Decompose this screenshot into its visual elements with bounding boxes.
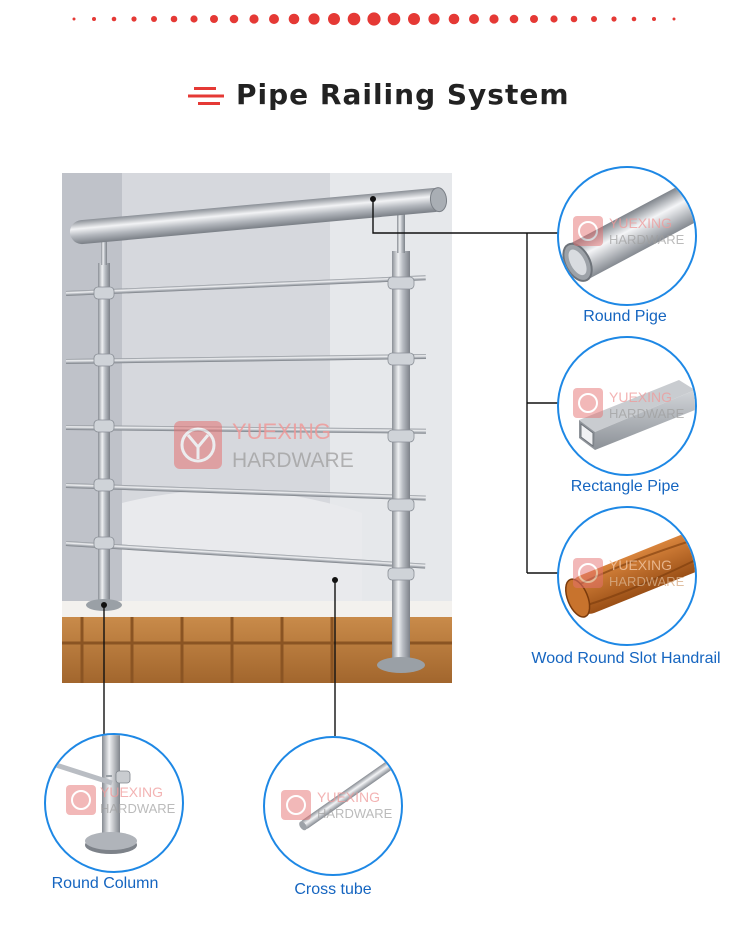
part-circle-round-pipe: YUEXING HARDWARE <box>557 166 697 306</box>
watermark-line2: HARDWARE <box>232 449 354 472</box>
part-circle-rectangle-pipe: YUEXING HARDWARE <box>557 336 697 476</box>
svg-text:YUEXING: YUEXING <box>609 557 672 573</box>
svg-text:HARDWARE: HARDWARE <box>317 806 393 821</box>
watermark-line1: YUEXING <box>232 419 331 444</box>
part-circle-cross-tube: YUEXING HARDWARE <box>263 736 403 876</box>
svg-text:HARDWARE: HARDWARE <box>100 801 176 816</box>
decorative-dots-row <box>72 12 676 26</box>
svg-text:YUEXING: YUEXING <box>100 784 163 800</box>
yuexing-logo-icon <box>174 421 222 469</box>
part-circle-wood-handrail: YUEXING HARDWARE <box>557 506 697 646</box>
stacked-lines-icon <box>188 87 224 105</box>
caption-rectangle-pipe: Rectangle Pipe <box>570 478 680 495</box>
caption-cross-tube: Cross tube <box>294 881 372 898</box>
railing-product-photo: YUEXING HARDWARE <box>62 173 452 683</box>
svg-text:HARDWARE: HARDWARE <box>609 574 685 589</box>
svg-text:YUEXING: YUEXING <box>609 389 672 405</box>
caption-round-column: Round Column <box>51 875 159 892</box>
svg-text:HARDWARE: HARDWARE <box>609 406 685 421</box>
part-circle-round-column: YUEXING HARDWARE <box>44 733 184 873</box>
caption-wood-handrail: Wood Round Slot Handrail <box>531 650 721 667</box>
svg-text:HARDWARE: HARDWARE <box>609 232 685 247</box>
page-title: Pipe Railing System <box>236 78 570 111</box>
title-row: Pipe Railing System <box>0 70 750 120</box>
svg-text:YUEXING: YUEXING <box>609 215 672 231</box>
svg-text:YUEXING: YUEXING <box>317 789 380 805</box>
caption-round-pipe: Round Pige <box>583 308 667 325</box>
